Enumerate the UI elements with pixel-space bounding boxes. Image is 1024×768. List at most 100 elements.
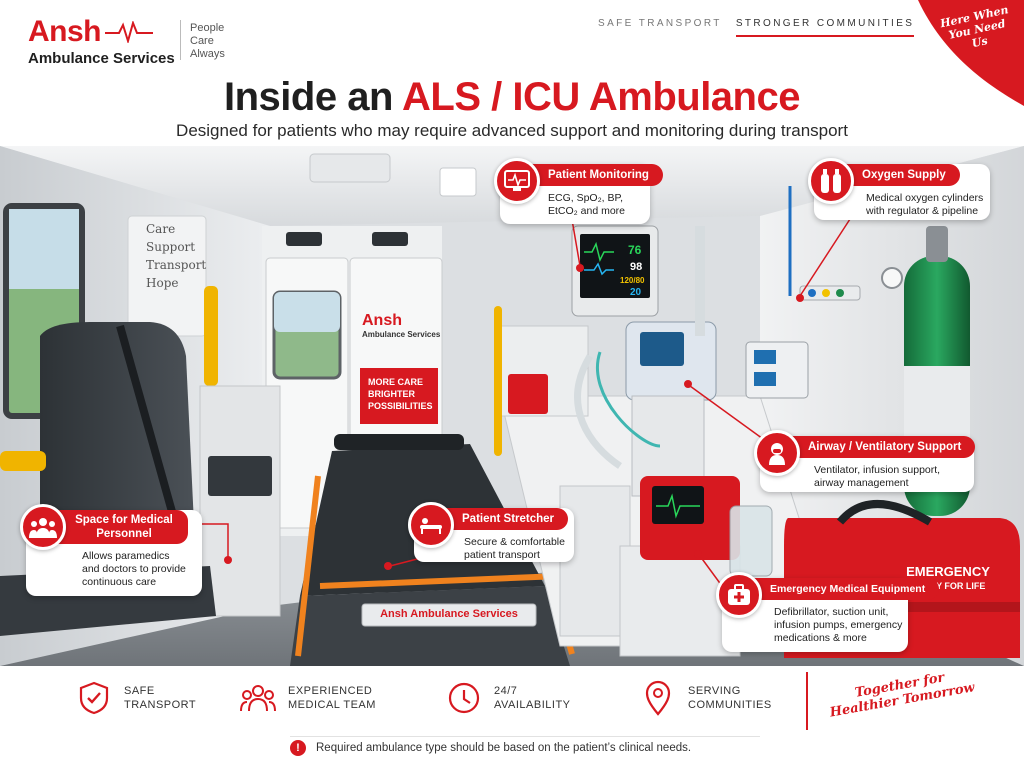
strap-safe-transport: SAFE TRANSPORT — [598, 18, 722, 29]
callout-body-line: Medical oxygen cylinders — [866, 192, 984, 204]
door-banner-line: POSSIBILITIES — [368, 401, 433, 411]
team-icon — [240, 680, 276, 716]
suction-canister — [729, 505, 773, 577]
footer: SAFE TRANSPORT EXPERIENCED MEDICAL TEAM … — [0, 666, 1024, 768]
callout-body-line: EtCO₂ and more — [548, 205, 626, 217]
callout-body-line: continuous care — [82, 576, 157, 588]
defibrillator-screen — [652, 486, 704, 524]
callout-body-line: Secure & comfortable — [464, 536, 565, 548]
oxygen-regulator — [926, 226, 948, 262]
feature-label-line: MEDICAL TEAM — [288, 699, 376, 711]
brand-name-text: Ansh — [28, 15, 102, 48]
stretcher-rail-cross — [319, 573, 561, 589]
first-aid-kit-icon — [716, 572, 762, 618]
door-banner-line: MORE CARE — [368, 377, 424, 387]
grab-handle — [204, 286, 218, 386]
team-icon — [20, 504, 66, 550]
ventilator-tubing-green — [596, 351, 661, 448]
feature-label-line: EXPERIENCED — [288, 685, 373, 697]
callout-title: Patient Stretcher — [436, 508, 569, 530]
stretcher-icon — [408, 502, 454, 548]
callout-body: Medical oxygen cylinders with regulator … — [866, 192, 983, 218]
strap-stronger-communities: STRONGER COMMUNITIES — [735, 18, 915, 37]
disclaimer-note: ! Required ambulance type should be base… — [290, 736, 760, 758]
ventilator-tubing — [574, 354, 622, 469]
title-part-2: ALS / ICU Ambulance — [402, 75, 800, 119]
bag-subtitle: READY FOR LIFE — [910, 581, 986, 591]
feature-label: SAFE TRANSPORT — [124, 684, 196, 712]
bag-handle — [836, 500, 933, 526]
monitor-bp: 120/80 — [620, 276, 645, 285]
brand-service: Ambulance Services — [28, 50, 175, 67]
tagline-line: Care — [190, 35, 214, 47]
rear-window-sky — [274, 292, 340, 332]
suction-unit — [508, 374, 548, 414]
ventilator-screen — [640, 332, 684, 366]
stretcher-label-plate — [361, 603, 537, 627]
callout-medical-personnel[interactable]: Space for Medical Personnel Allows param… — [20, 504, 202, 596]
feature-label-line: AVAILABILITY — [494, 699, 571, 711]
callout-body-line: ECG, SpO₂, BP, — [548, 192, 624, 204]
feature-label: 24/7 AVAILABILITY — [494, 684, 571, 712]
callout-title: Oxygen Supply — [836, 164, 960, 186]
header: Ansh Ambulance Services People Care Alwa… — [0, 0, 1024, 140]
brand-tagline: People Care Always — [190, 22, 225, 61]
door-logo: Ansh Ambulance Services — [362, 312, 440, 339]
callout-airway-support[interactable]: Airway / Ventilatory Support Ventilator,… — [754, 430, 976, 492]
shield-check-icon — [76, 680, 112, 716]
ecg-monitor-icon — [494, 158, 540, 204]
callout-body-line: airway management — [814, 477, 909, 489]
callout-body: Allows paramedics and doctors to provide… — [82, 550, 186, 589]
feature-label-line: TRANSPORT — [124, 699, 197, 711]
door-banner — [360, 368, 438, 424]
clock-icon — [446, 680, 482, 716]
footer-divider — [806, 672, 808, 730]
callout-body-line: Allows paramedics — [82, 550, 170, 562]
callout-body-line: Ventilator, infusion support, — [814, 464, 941, 476]
door-logo-name: Ansh — [362, 312, 402, 329]
feature-serving-communities: SERVING COMMUNITIES — [640, 680, 772, 716]
ceiling-vent — [309, 153, 391, 183]
feature-label-line: SAFE — [124, 685, 155, 697]
attendant-seat-cushion — [208, 456, 272, 496]
stretcher-pillow — [334, 434, 464, 450]
page-subtitle: Designed for patients who may require ad… — [176, 121, 848, 140]
disclaimer-text: Required ambulance type should be based … — [316, 741, 692, 754]
oxygen-cylinder-icon — [808, 158, 854, 204]
monitor-spo2: 98 — [630, 261, 642, 273]
callout-body-line: and doctors to provide — [82, 563, 186, 575]
top-strap: SAFE TRANSPORT STRONGER COMMUNITIES — [598, 18, 915, 37]
callout-title-text: Space for Medical Personnel — [75, 514, 173, 540]
right-drawers — [559, 485, 631, 637]
title-part-1: Inside an — [224, 75, 403, 119]
callout-emergency-equipment[interactable]: Emergency Medical Equipment Defibrillato… — [716, 572, 940, 652]
monitor-rr: 20 — [630, 287, 642, 298]
callout-body: Defibrillator, suction unit, infusion pu… — [774, 606, 902, 645]
airway-mask-icon — [754, 430, 800, 476]
stretcher-rail-left — [295, 475, 321, 657]
brand-logo[interactable]: Ansh Ambulance Services — [28, 16, 175, 68]
callout-patient-monitoring[interactable]: Patient Monitoring ECG, SpO₂, BP, EtCO₂ … — [494, 158, 663, 224]
callout-title: Space for Medical Personnel — [48, 510, 188, 544]
wall-word: Support — [146, 240, 196, 254]
ambulance-interior-scene: 76 98 120/80 20 Care — [0, 146, 1024, 666]
callout-patient-stretcher[interactable]: Patient Stretcher Secure & comfortable p… — [408, 502, 574, 562]
bag-title: EMERGENCY — [906, 564, 990, 579]
monitor-hr: 76 — [628, 243, 642, 257]
brand-name: Ansh — [28, 16, 175, 48]
wall-word: Transport — [146, 258, 207, 272]
feature-label-line: SERVING — [688, 685, 741, 697]
callout-oxygen-supply[interactable]: Oxygen Supply Medical oxygen cylinders w… — [808, 158, 990, 220]
stretcher-label: Ansh Ambulance Services — [380, 608, 518, 620]
callout-body-line: infusion pumps, emergency — [774, 619, 903, 631]
yellow-rail — [0, 451, 46, 471]
feature-label: EXPERIENCED MEDICAL TEAM — [288, 684, 376, 712]
tagline-line: People — [190, 22, 225, 34]
rear-light — [286, 232, 322, 246]
callout-body: ECG, SpO₂, BP, EtCO₂ and more — [548, 192, 625, 218]
rear-light — [372, 232, 408, 246]
wall-words: Care Support Transport Hope — [146, 220, 206, 292]
door-banner-text: MORE CARE BRIGHTER POSSIBILITIES — [368, 376, 433, 412]
ceiling-light — [439, 167, 477, 197]
corner-shape — [918, 0, 1024, 106]
